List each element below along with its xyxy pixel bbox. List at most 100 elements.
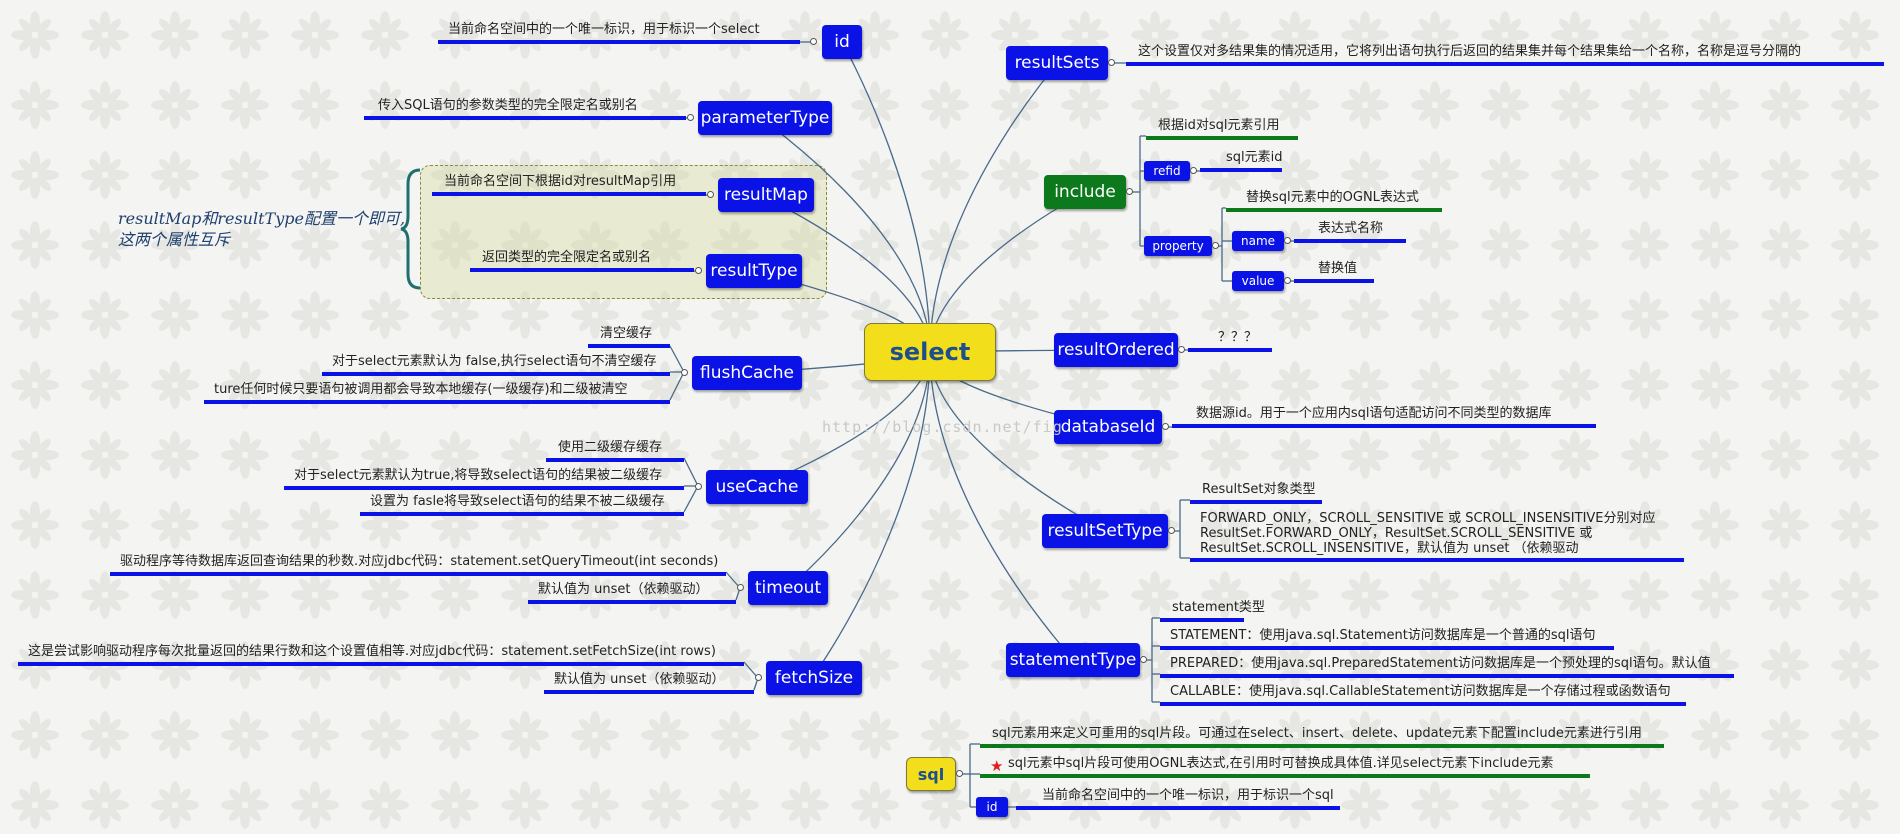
- underline: [1172, 424, 1596, 428]
- connector-dot: [1108, 59, 1115, 66]
- connector-dot: [1212, 242, 1219, 249]
- statementtype-note-4: CALLABLE：使用java.sql.CallableStatement访问数…: [1170, 684, 1671, 699]
- databaseid-note: 数据源id。用于一个应用内sql语句适配访问不同类型的数据库: [1196, 406, 1552, 421]
- connector-dot: [1126, 188, 1133, 195]
- usecache-note-1: 使用二级缓存缓存: [558, 440, 663, 455]
- underline: [528, 600, 736, 604]
- resultsets-node[interactable]: resultSets: [1006, 46, 1108, 80]
- parametertype-note: 传入SQL语句的参数类型的完全限定名或别名: [378, 98, 638, 113]
- timeout-note-2: 默认值为 unset（依赖驱动）: [538, 582, 709, 597]
- underline: [1190, 558, 1684, 562]
- underline: [1226, 208, 1442, 212]
- flushcache-node[interactable]: flushCache: [692, 356, 802, 390]
- underline: [1294, 239, 1406, 243]
- resultmap-node[interactable]: resultMap: [718, 178, 814, 212]
- connector-dot: [1284, 237, 1291, 244]
- fetchsize-note-1: 这是尝试影响驱动程序每次批量返回的结果行数和这个设置值相等.对应jdbc代码：s…: [28, 644, 716, 659]
- underline: [1160, 674, 1734, 678]
- property-name-node[interactable]: name: [1232, 231, 1284, 251]
- connector-curve: [841, 41, 931, 353]
- resulttype-node[interactable]: resultType: [706, 254, 802, 288]
- underline: [110, 572, 726, 576]
- value-note: 替换值: [1318, 261, 1358, 276]
- id-note: 当前命名空间中的一个唯一标识，用于标识一个select: [448, 22, 760, 37]
- connector-dot: [695, 483, 702, 490]
- connector-dot: [755, 674, 762, 681]
- connector-dot: [1140, 656, 1147, 663]
- resultsettype-note-2: FORWARD_ONLY，SCROLL_SENSITIVE 或 SCROLL_I…: [1200, 511, 1656, 556]
- underline: [1190, 500, 1322, 504]
- resultordered-note: ？？？: [1218, 330, 1258, 345]
- resulttype-note: 返回类型的完全限定名或别名: [482, 250, 652, 265]
- statementtype-note-2: STATEMENT：使用java.sql.Statement访问数据库是一个普通…: [1170, 628, 1596, 643]
- connector-line: [669, 345, 685, 373]
- sql-id-node[interactable]: id: [976, 797, 1008, 817]
- resultsettype-note-1: ResultSet对象类型: [1202, 482, 1316, 497]
- underline: [360, 512, 684, 516]
- statementtype-node[interactable]: statementType: [1006, 643, 1140, 677]
- select-root-node[interactable]: select: [864, 323, 996, 381]
- brace: [400, 168, 421, 290]
- connector-dot: [1168, 527, 1175, 534]
- underline: [1294, 279, 1374, 283]
- usecache-node[interactable]: useCache: [706, 470, 808, 504]
- watermark: http://blog.csdn.net/fig: [822, 418, 1063, 436]
- statementtype-note-1: statement类型: [1172, 600, 1265, 615]
- property-desc: 替换sql元素中的OGNL表达式: [1246, 190, 1419, 205]
- timeout-node[interactable]: timeout: [748, 571, 828, 605]
- underline: [1016, 806, 1340, 810]
- usecache-note-3: 设置为 fasle将导致select语句的结果不被二级缓存: [370, 494, 665, 509]
- include-node[interactable]: include: [1044, 175, 1126, 209]
- parametertype-node[interactable]: parameterType: [698, 101, 832, 135]
- connector-curve: [787, 351, 931, 589]
- underline: [980, 744, 1664, 748]
- underline: [1160, 618, 1244, 622]
- group-annotation: resultMap和resultType配置一个即可, 这两个属性互斥: [118, 208, 405, 250]
- underline: [1200, 168, 1282, 172]
- usecache-note-2: 对于select元素默认为true,将导致select语句的结果被二级缓存: [294, 468, 663, 483]
- underline: [1160, 702, 1686, 706]
- connector-curve: [811, 351, 931, 679]
- id-node[interactable]: id: [822, 25, 862, 59]
- connector-curve: [929, 62, 1059, 353]
- underline: [1146, 136, 1298, 140]
- fetchsize-node[interactable]: fetchSize: [766, 661, 862, 695]
- underline: [544, 690, 754, 694]
- name-note: 表达式名称: [1318, 221, 1384, 236]
- flushcache-note-1: 清空缓存: [600, 326, 653, 341]
- statementtype-note-3: PREPARED：使用java.sql.PreparedStatement访问数…: [1170, 656, 1711, 671]
- connector-dot: [695, 267, 702, 274]
- connector-dot: [810, 38, 817, 45]
- underline: [204, 400, 670, 404]
- sql-node[interactable]: sql: [906, 757, 956, 791]
- connector-dot: [1162, 423, 1169, 430]
- resultsettype-node[interactable]: resultSetType: [1042, 514, 1168, 548]
- resultmap-note: 当前命名空间下根据id对resultMap引用: [444, 174, 677, 189]
- underline: [470, 268, 694, 272]
- property-value-node[interactable]: value: [1232, 271, 1284, 291]
- underline: [546, 458, 684, 462]
- connector-curve: [759, 117, 931, 353]
- underline: [432, 192, 706, 196]
- underline: [588, 344, 670, 348]
- underline: [1188, 348, 1272, 352]
- underline: [322, 372, 670, 376]
- resultordered-node[interactable]: resultOrdered: [1054, 333, 1178, 367]
- refid-note: sql元素id: [1226, 150, 1283, 165]
- connector-line: [669, 371, 685, 401]
- underline: [18, 662, 744, 666]
- underline: [284, 486, 684, 490]
- group-annotation-line: resultMap和resultType配置一个即可,: [118, 209, 406, 228]
- star-icon: ★: [990, 757, 1004, 775]
- group-annotation-line: 这两个属性互斥: [118, 230, 231, 249]
- connector-dot: [1190, 167, 1197, 174]
- include-property-node[interactable]: property: [1144, 236, 1212, 256]
- connector-dot: [737, 584, 744, 591]
- underline: [1160, 646, 1614, 650]
- databaseid-node[interactable]: databaseId: [1054, 410, 1162, 444]
- include-refid-node[interactable]: refid: [1144, 161, 1190, 181]
- sql-note-2: sql元素中sql片段可使用OGNL表达式,在引用时可替换成具体值.详见sele…: [1008, 756, 1554, 771]
- sql-note-1: sql元素用来定义可重用的sql片段。可通过在select、insert、del…: [992, 726, 1642, 741]
- connector-dot: [956, 770, 963, 777]
